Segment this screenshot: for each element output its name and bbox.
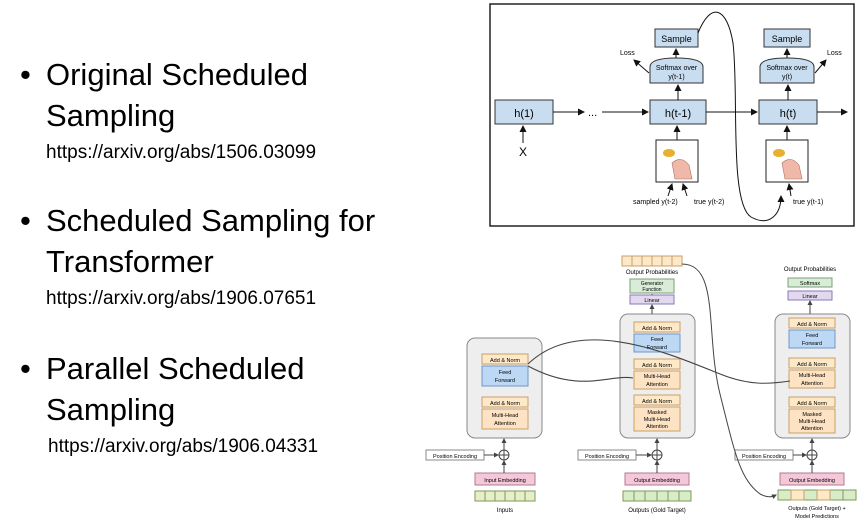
softmax-prev-label: Softmax over (656, 65, 698, 72)
diagram-label: Multi-Head (799, 419, 826, 425)
diagram-label: Add & Norm (490, 358, 520, 364)
diagram-label: Add & Norm (642, 399, 672, 405)
diagram-label: Add & Norm (797, 401, 827, 407)
outputs-model-sub: Model Predictions (795, 514, 839, 520)
diagram-label: Multi-Head (644, 417, 671, 423)
h1-label: h(1) (514, 108, 534, 120)
softmax-prev-sub: y(t-1) (668, 74, 684, 81)
diagram-label: Forward (802, 341, 822, 347)
input-embedding-box (474, 472, 536, 486)
ht1-box (649, 99, 707, 125)
diagram-label: Function (642, 287, 661, 293)
sample-feedback-arrow (697, 11, 785, 222)
bullet-dot: • (20, 351, 31, 386)
diagram-label: Attention (801, 381, 823, 387)
encoder-to-decoder1-arrow (527, 365, 634, 382)
diagram-label: Linear (802, 294, 817, 300)
paper-link[interactable]: https://arxiv.org/abs/1906.07651 (46, 288, 317, 309)
diagram-label: Position Encoding (585, 454, 629, 460)
input-tokens (474, 490, 536, 502)
softmax-prev (649, 57, 704, 84)
diagram-label: Generator (641, 281, 664, 287)
hand-icon (781, 159, 803, 180)
diagram-label: Forward (495, 378, 515, 384)
diagram-label: Multi-Head (492, 413, 519, 419)
diagram-label: Softmax (800, 281, 820, 287)
diagram-label: Add & Norm (490, 401, 520, 407)
x-input-label: X (519, 145, 527, 159)
diagram-label: Add & Norm (797, 322, 827, 328)
bullet-title: Scheduled Sampling for Transformer (46, 203, 376, 279)
loss-label: Loss (620, 50, 635, 57)
diagram-label: Add & Norm (642, 363, 672, 369)
mixed-target-tokens (777, 489, 857, 501)
diagram-label: Attention (801, 426, 823, 432)
diagram-label: Multi-Head (799, 373, 826, 379)
loss-label: Loss (827, 50, 842, 57)
bullet-title: Parallel Scheduled Sampling (46, 351, 305, 427)
encoder-to-decoder2-arrow (527, 339, 791, 384)
diagram-label: Position Encoding (433, 454, 477, 460)
ht1-label: h(t-1) (665, 108, 691, 120)
diagram-label: Position Encoding (742, 454, 786, 460)
diagram-label: Attention (494, 421, 516, 427)
diagram-label: Output Embedding (789, 478, 835, 484)
bullet-dot: • (20, 57, 31, 92)
sample-label: Sample (772, 34, 803, 44)
diagram-label: Input Embedding (484, 478, 526, 484)
coin-icon (773, 149, 785, 157)
add-norm-box (481, 353, 529, 365)
diagram-label: Attention (646, 382, 668, 388)
softmax-cur (759, 57, 815, 84)
diagram-label: Masked (802, 412, 821, 418)
true-cur-label: true y(t-1) (793, 199, 823, 206)
diagram-label: Feed (651, 337, 664, 343)
softmax-cur-sub: y(t) (782, 74, 792, 81)
true-prev-label: true y(t-2) (694, 199, 724, 206)
rnn-scheduled-sampling-diagram: Sample Sample Softmax over y(t-1) Softma… (489, 3, 855, 227)
diagram-label: Output Probabilities (784, 267, 836, 273)
sample-box (763, 28, 811, 48)
inputs-label: Inputs (497, 508, 513, 514)
diagram-label: Attention (646, 424, 668, 430)
add-norm-box (481, 396, 529, 408)
transformer-scheduled-sampling-diagram: Add & Norm Feed Forward Add & Norm Multi… (420, 254, 860, 526)
hand-icon (671, 159, 693, 180)
diagram-label: Output Embedding (634, 478, 680, 484)
diagram-label: Linear (644, 298, 659, 304)
diagram-label: Masked (647, 410, 666, 416)
diagram-label: Feed (499, 370, 512, 376)
softmax-box (787, 277, 833, 288)
sampled-prev-label: sampled y(t-2) (633, 199, 678, 206)
gold-target-tokens (622, 490, 692, 502)
sample-label: Sample (661, 34, 692, 44)
bullet-dot: • (20, 203, 31, 238)
diagram-label: Feed (806, 333, 819, 339)
feed-forward-box (481, 365, 529, 387)
outputs-gold-label: Outputs (Gold Target) (628, 508, 686, 514)
generator-function-box (629, 278, 675, 294)
diagram-label: Output Probabilities (626, 270, 678, 276)
coin-icon (663, 149, 675, 157)
ht-label: h(t) (780, 108, 797, 120)
diagram-label: Add & Norm (642, 326, 672, 332)
paper-link[interactable]: https://arxiv.org/abs/1906.04331 (48, 436, 319, 457)
bullet-title: Original Scheduled Sampling (46, 57, 308, 133)
paper-link[interactable]: https://arxiv.org/abs/1506.03099 (46, 142, 317, 163)
predictions-feedback-arrow (681, 263, 777, 500)
output-probabilities-top-1 (621, 255, 683, 267)
h1-box (494, 99, 554, 125)
multi-head-attention-box (481, 408, 529, 430)
sample-box (654, 28, 699, 48)
diagram-label: Multi-Head (644, 374, 671, 380)
outputs-model-label: Outputs (Gold Target) + (788, 506, 846, 512)
softmax-cur-label: Softmax over (766, 65, 808, 72)
ellipsis: ... (588, 107, 597, 119)
bullet-list: • Original Scheduled Sampling https://ar… (20, 57, 375, 457)
diagram-label: Forward (647, 345, 667, 351)
diagram-label: Add & Norm (797, 362, 827, 368)
